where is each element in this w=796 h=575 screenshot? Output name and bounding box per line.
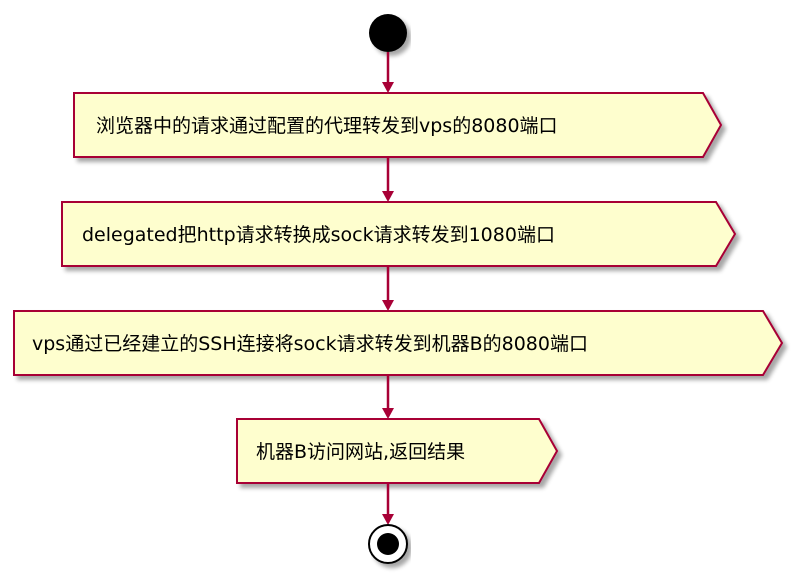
flow-arrow <box>382 375 394 419</box>
activity-step-4: 机器B访问网站,返回结果 <box>236 418 559 484</box>
activity-step-1: 浏览器中的请求通过配置的代理转发到vps的8080端口 <box>73 92 723 158</box>
flow-arrow <box>382 483 394 525</box>
activity-step-2-label: delegated把http请求转换成sock请求转发到1080端口 <box>82 224 555 246</box>
end-node <box>368 524 408 564</box>
start-node <box>369 14 407 52</box>
flow-arrow <box>382 266 394 311</box>
activity-step-3-label: vps通过已经建立的SSH连接将sock请求转发到机器B的8080端口 <box>32 333 588 355</box>
activity-step-4-label: 机器B访问网站,返回结果 <box>256 441 465 463</box>
activity-step-3: vps通过已经建立的SSH连接将sock请求转发到机器B的8080端口 <box>13 310 784 376</box>
activity-step-2: delegated把http请求转换成sock请求转发到1080端口 <box>61 201 737 267</box>
flow-arrow <box>382 157 394 202</box>
flow-arrow <box>382 52 394 93</box>
activity-step-1-label: 浏览器中的请求通过配置的代理转发到vps的8080端口 <box>96 115 558 137</box>
